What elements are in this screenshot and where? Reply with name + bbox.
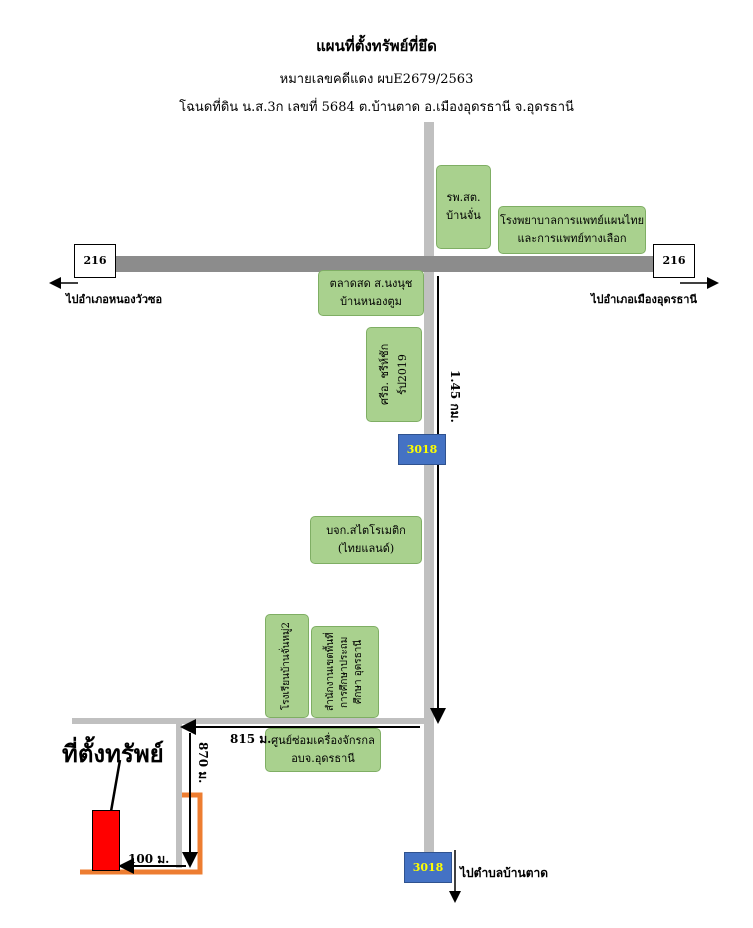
landmark-education-office: สำนักงานเขตพื้นที่การศึกษาประถมศึกษา อุด… — [311, 626, 379, 718]
landmark-hospital-line1: รพ.สต. — [446, 191, 481, 204]
distance-side: 870 ม. — [196, 742, 210, 784]
direction-right: ไปอำเภอเมืองอุดรธานี — [591, 293, 697, 306]
landmark-hospital-line2: บ้านจั่น — [446, 209, 481, 222]
route-216-sign-left: 216 — [74, 244, 116, 278]
landmark-market: ตลาดสด ส.นงนุช บ้านหนองตูม — [318, 270, 424, 316]
landmark-thai-med-line1: โรงพยาบาลการแพทย์แผนไทย — [499, 214, 645, 227]
road-216 — [78, 256, 678, 272]
side-road — [176, 718, 182, 868]
route-3018-sign-top: 3018 — [398, 434, 446, 465]
landmark-repair-center: ศูนย์ซ่อมเครื่องจักรกล อบจ.อุดรธานี — [265, 728, 381, 772]
landmark-repair-line2: อบจ.อุดรธานี — [291, 752, 355, 765]
route-216-sign-right: 216 — [653, 244, 695, 278]
map-title: แผนที่ตั้งทรัพย์ที่ยึด — [316, 37, 437, 55]
road-3018 — [424, 122, 434, 856]
landmark-office-text: สำนักงานเขตพื้นที่การศึกษาประถมศึกษา อุด… — [325, 632, 364, 712]
case-number: หมายเลขคดีแดง ผบE2679/2563 — [279, 72, 474, 87]
landmark-company: บจก.สไตโรเมติก (ไทยแลนด์) — [310, 516, 422, 564]
landmark-thai-med-line2: และการแพทย์ทางเลือก — [517, 232, 627, 245]
landmark-school-text: โรงเรียนบ้านจั่นหมู่2 — [281, 621, 292, 711]
branch-road — [72, 718, 424, 724]
deed-info: โฉนดที่ดิน น.ส.3ก เลขที่ 5684 ต.บ้านตาด … — [179, 100, 574, 115]
landmark-cenrb: ศรีอ. ชรีห์ชักร์ป2019 — [366, 327, 422, 422]
direction-left: ไปอำเภอหนองวัวซอ — [66, 293, 163, 306]
landmark-repair-line1: ศูนย์ซ่อมเครื่องจักรกล — [271, 734, 375, 747]
landmark-company-line1: บจก.สไตโรเมติก — [326, 524, 406, 537]
route-3018-sign-bottom: 3018 — [404, 852, 452, 883]
landmark-market-line1: ตลาดสด ส.นงนุช — [329, 277, 413, 290]
distance-last: 100 ม. — [128, 852, 170, 866]
landmark-cenrb-text: ศรีอ. ชรีห์ชักร์ป2019 — [378, 343, 409, 406]
distance-branch: 815 ม. — [230, 732, 272, 746]
direction-bottom: ไปตำบลบ้านตาด — [460, 866, 549, 880]
distance-main: 1.45 กม. — [448, 370, 462, 423]
landmark-school: โรงเรียนบ้านจั่นหมู่2 — [265, 614, 309, 718]
landmark-company-line2: (ไทยแลนด์) — [337, 542, 395, 555]
property-label: ที่ตั้งทรัพย์ — [62, 739, 164, 768]
property-marker — [92, 810, 120, 871]
landmark-thai-medicine-hospital: โรงพยาบาลการแพทย์แผนไทย และการแพทย์ทางเล… — [498, 206, 646, 254]
landmark-hospital: รพ.สต. บ้านจั่น — [436, 165, 491, 249]
landmark-market-line2: บ้านหนองตูม — [340, 295, 402, 308]
